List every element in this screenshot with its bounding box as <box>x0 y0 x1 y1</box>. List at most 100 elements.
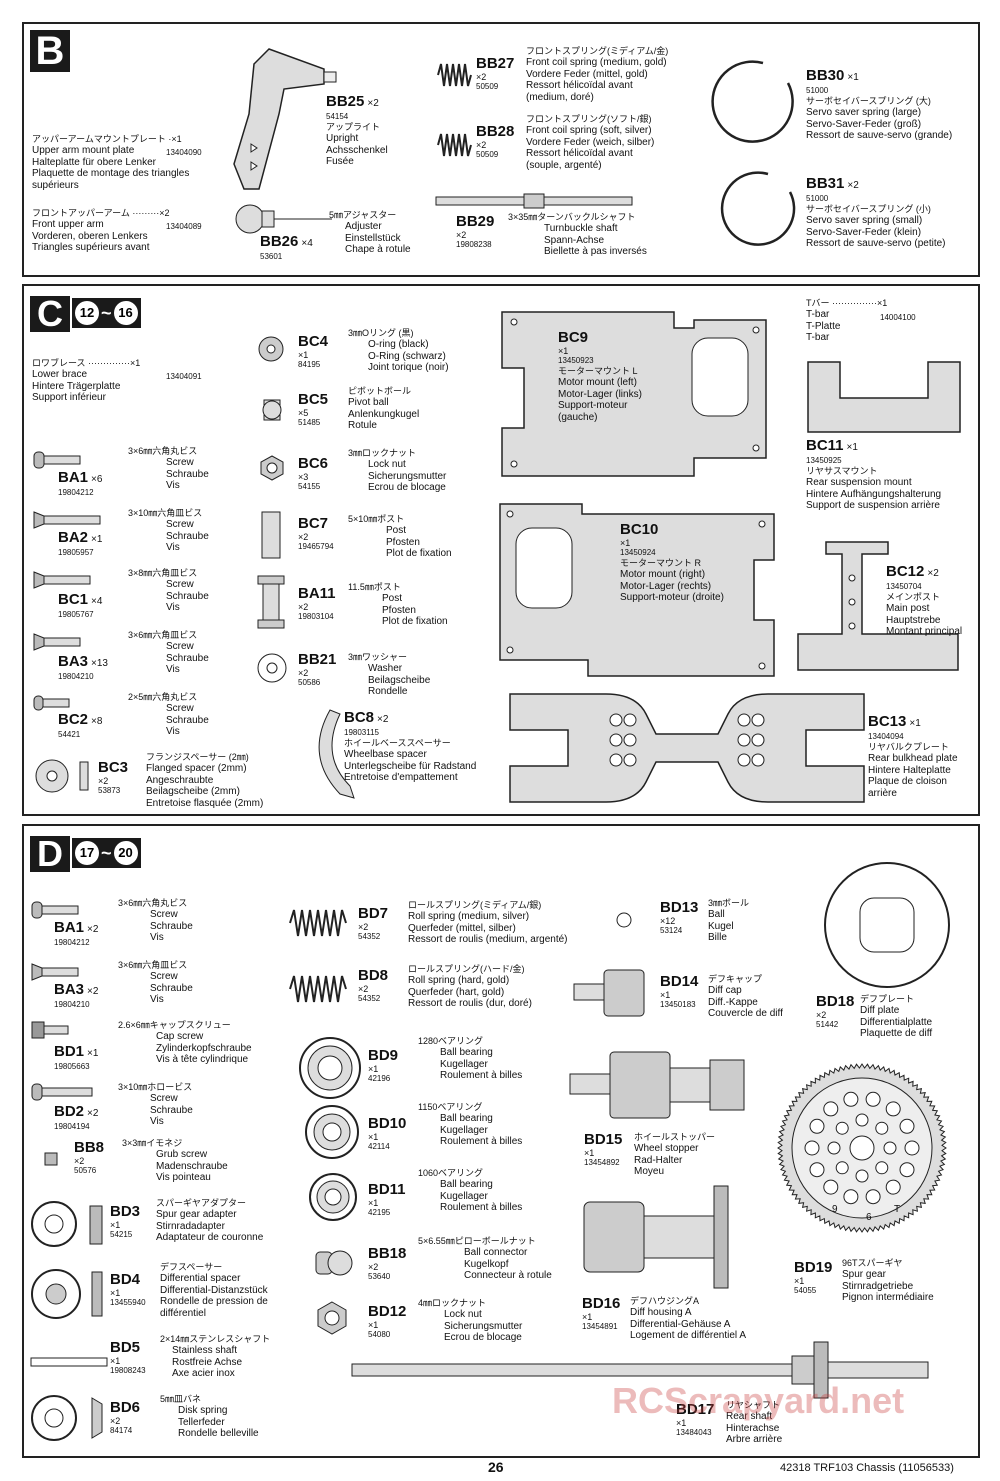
part-upper-arm-mount-plate: アッパーアームマウントプレート ·×1 Upper arm mount plat… <box>32 134 190 191</box>
part-bb26-text: 5㎜アジャスター Adjuster Einstellstück Chape à … <box>329 210 411 255</box>
part-bd8-text: ロールスプリング(ハード/金)Roll spring (hard, gold)Q… <box>408 964 532 1009</box>
screw-d-ba3-drawing <box>31 963 79 981</box>
watermark: RCScrapyard.net <box>612 1380 905 1421</box>
flanged-spacer-drawing <box>35 759 89 793</box>
step-range-c: 12~16 <box>72 298 141 328</box>
screw-ba2-drawing <box>33 511 101 529</box>
main-post-drawing <box>797 541 959 671</box>
diff-cap-drawing <box>573 969 645 1017</box>
spur-gear-hole <box>883 1141 897 1155</box>
motor-mount-right-drawing <box>499 503 775 677</box>
spur-gear-hole <box>835 1161 849 1175</box>
adjuster-drawing <box>235 204 332 234</box>
spur-gear-drawing <box>777 1063 947 1233</box>
part-front-upper-arm: フロントアッパーアーム ·········×2 Front upper arm … <box>32 208 170 253</box>
gear-digit-9: 9 <box>832 1204 838 1215</box>
part-lower-brace: ロワブレース ··············×1 Lower brace Hint… <box>32 358 141 403</box>
screw-bc2-drawing <box>33 695 70 711</box>
upright-drawing <box>233 48 337 190</box>
screw-ba1-drawing <box>33 451 81 469</box>
grub-screw-drawing <box>44 1152 58 1166</box>
spur-gear-hole <box>804 1140 820 1156</box>
motor-mount-left-drawing <box>501 311 767 477</box>
washer-drawing <box>257 653 287 683</box>
lock-nut-4mm-drawing <box>317 1301 347 1335</box>
section-letter-d: D <box>30 836 70 872</box>
servo-saver-spring-large-drawing <box>711 60 794 143</box>
o-ring-drawing <box>258 336 284 362</box>
spur-gear-hole <box>885 1101 901 1117</box>
bearing-1060-drawing <box>309 1173 357 1221</box>
part-bd7-text: ロールスプリング(ミディアム/銀)Roll spring (medium, si… <box>408 900 568 945</box>
screw-d-ba1-drawing <box>31 901 79 919</box>
differential-spacer-drawing <box>31 1269 103 1319</box>
page-number: 26 <box>488 1459 504 1475</box>
wheelbase-spacer-drawing <box>318 709 355 799</box>
spur-gear-hole <box>855 1113 869 1127</box>
diff-plate-drawing <box>824 862 950 988</box>
spur-gear-hole <box>809 1118 825 1134</box>
spur-gear-hole <box>843 1091 859 1107</box>
hollow-screw-drawing <box>31 1083 93 1101</box>
spur-gear-hole <box>899 1118 915 1134</box>
spur-gear-hole <box>865 1189 881 1205</box>
cap-screw-drawing <box>31 1021 69 1039</box>
spur-gear-adapter-drawing <box>31 1201 103 1247</box>
spur-gear-hole <box>904 1140 920 1156</box>
post-5x10-drawing <box>261 511 281 559</box>
servo-saver-spring-small-drawing <box>720 171 796 246</box>
post-11-5-drawing <box>257 575 285 629</box>
spur-gear-hole <box>865 1091 881 1107</box>
rear-shaft-drawing <box>351 1341 929 1399</box>
spur-gear-hub <box>849 1135 875 1161</box>
rear-suspension-mount-drawing <box>807 361 961 433</box>
roll-spring-gold-drawing <box>289 975 347 1003</box>
step-range-d: 17~20 <box>72 838 141 868</box>
part-bb30: BB30×1 51000 サーボセイバースプリング (大) Servo save… <box>806 67 953 142</box>
roll-spring-silver-drawing <box>289 909 347 937</box>
screw-ba3-drawing <box>33 633 81 651</box>
screw-bc1-drawing <box>33 571 91 589</box>
